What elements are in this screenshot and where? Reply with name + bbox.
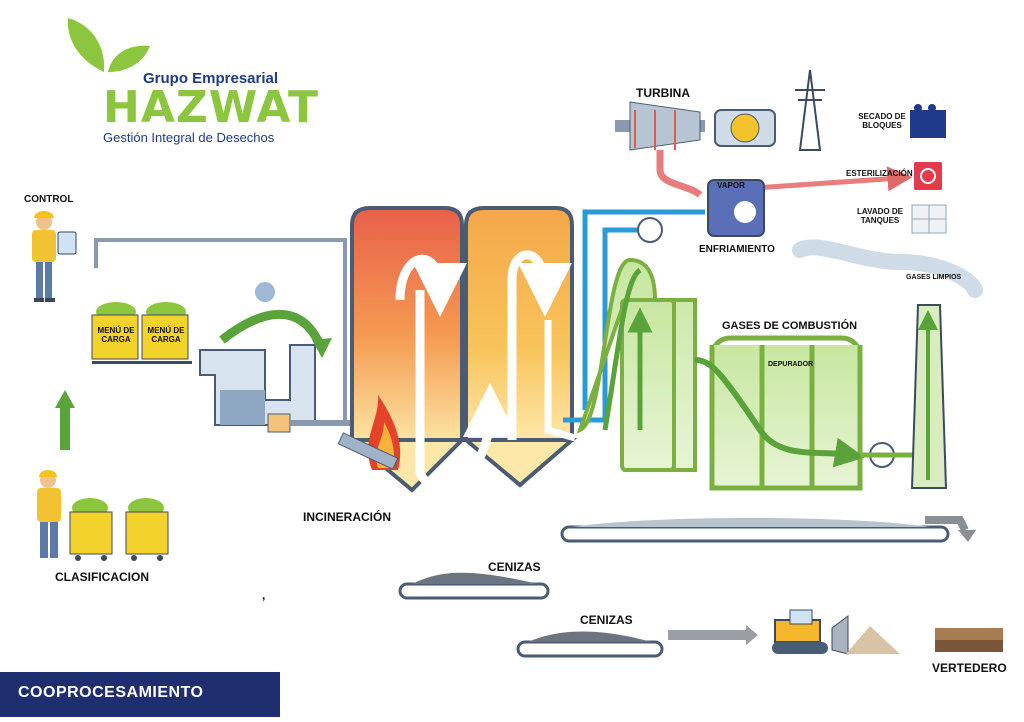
label-incineracion: INCINERACIÓN [303,510,392,524]
heat-exchanger [707,179,765,237]
logo-name: HAZWAT [103,82,319,133]
scrubber [576,257,697,472]
worker-icon [32,211,77,302]
label-esterilizacion: ESTERILIZACIÓN [846,169,913,178]
grate [337,432,399,470]
label-menu-de-carga-1: MENÚ DE CARGA [97,326,135,344]
chimney-icon [910,304,948,489]
label-vapor: VAPOR [717,181,745,190]
hopper [199,282,350,433]
label-menu-de-carga-2: MENÚ DE CARGA [147,326,185,344]
conveyor [398,518,950,658]
label-lavado-de-tanques: LAVADO DE TANQUES [857,207,903,225]
generator-icon [714,109,776,147]
landfill [935,628,1003,652]
label-depurador: DEPURADOR [768,361,814,368]
label-clasificacion: CLASIFICACION [55,570,149,584]
bulldozer-icon [772,609,900,655]
flow-arrow-up [60,405,70,450]
stray-comma: , [262,588,266,602]
logo-subtitle: Gestión Integral de Desechos [103,130,275,145]
tank-icon [911,204,947,234]
label-turbina: TURBINA [636,86,690,100]
label-control: CONTROL [24,194,74,205]
fan-icon [637,217,663,243]
banner-text: COOPROCESAMIENTO [18,684,204,701]
sterilization-bin-icon [914,162,942,190]
turbine-icon [615,101,705,151]
depurador [694,335,865,491]
gray-arrow [668,630,748,640]
loading-bins [91,302,192,364]
clean-gas-cloud [792,239,983,298]
recycle-bin-icon [69,498,169,561]
label-vertedero: VERTEDERO [932,661,1007,675]
power-tower-icon [795,69,825,151]
green-flow-arrow [219,309,325,347]
worker-icon [37,470,61,558]
label-secado-de-bloques: SECADO DE BLOQUES [858,112,906,130]
label-enfriamiento: ENFRIAMIENTO [699,244,775,255]
leaf-icon [67,18,150,72]
label-cenizas-1: CENIZAS [488,560,541,574]
label-cenizas-2: CENIZAS [580,613,633,627]
process-banner: COOPROCESAMIENTO [0,672,280,717]
logo-title: Grupo Empresarial [143,70,279,87]
incinerator [346,206,578,493]
label-gases-limpios: GASES LIMPIOS [906,274,962,281]
label-gases-de-combustion: GASES DE COMBUSTIÓN [722,320,858,332]
blocks-icon [910,104,946,138]
